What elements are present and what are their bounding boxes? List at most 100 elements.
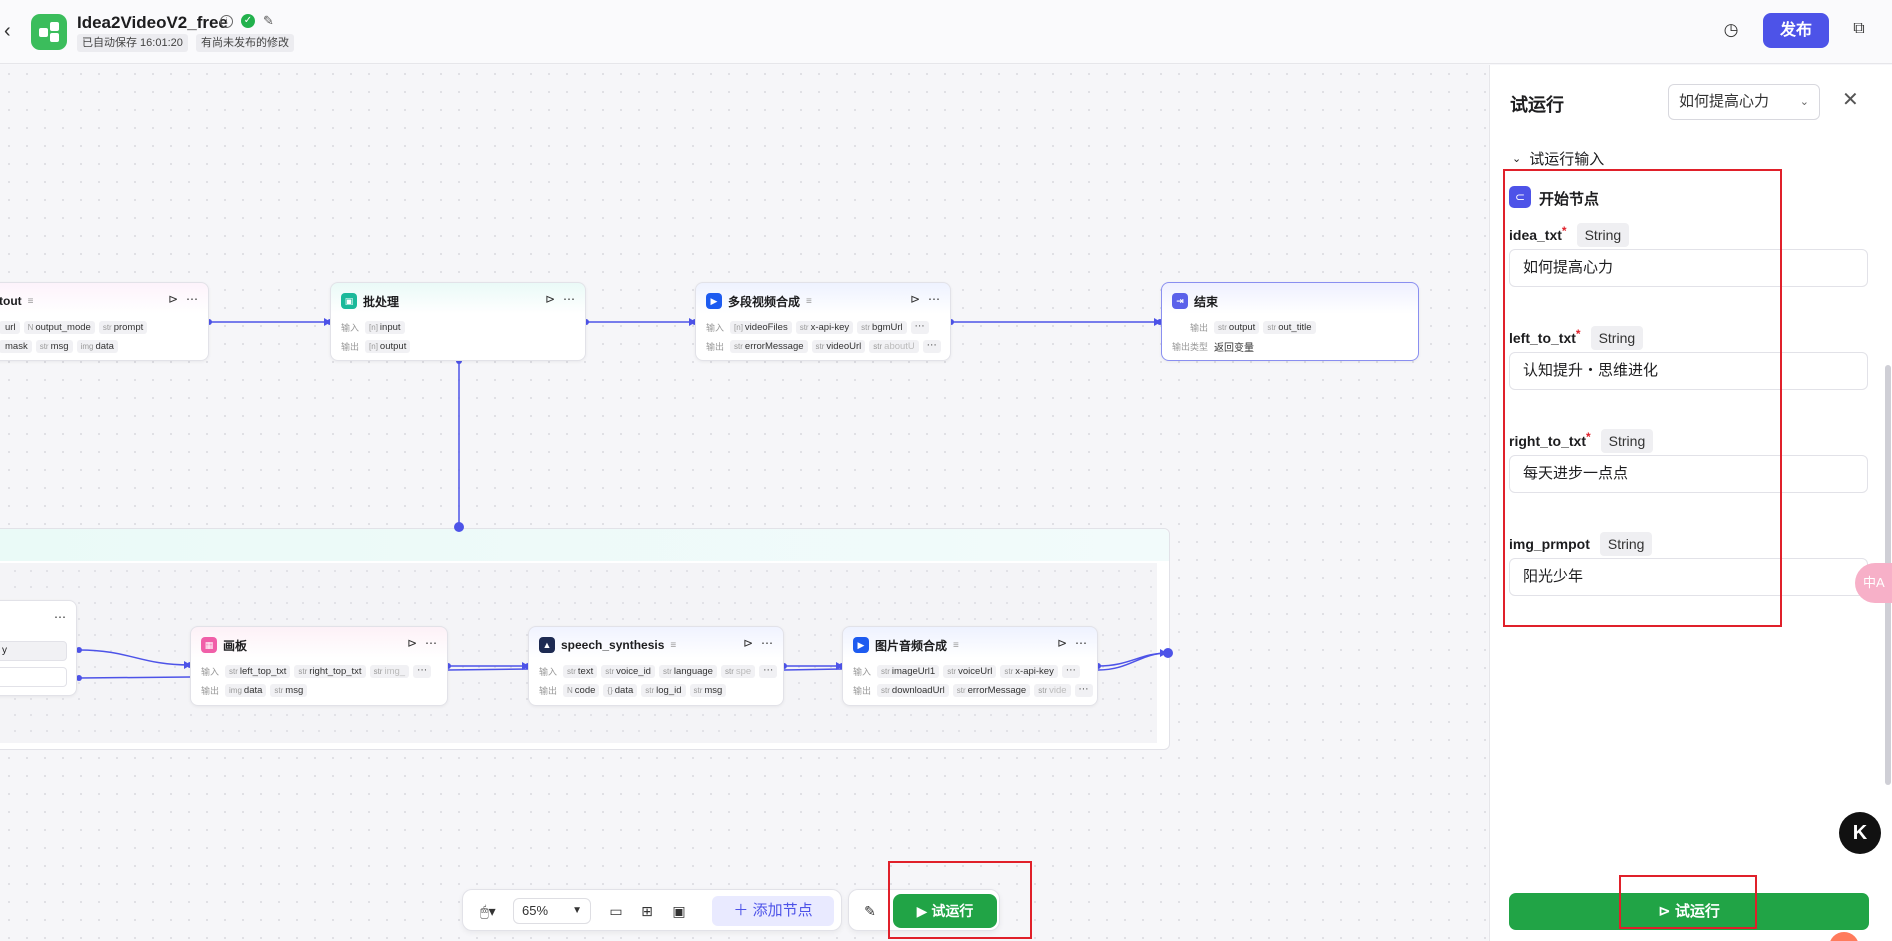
check-circle-icon: ✓ <box>241 14 255 28</box>
more-icon[interactable]: ⋯ <box>761 636 773 650</box>
panel-test-run-button[interactable]: ⊳ 试运行 <box>1509 893 1869 930</box>
wrench-icon[interactable]: ✎ <box>864 903 876 919</box>
test-run-panel: 试运行 如何提高心力⌄ ✕ ⌄试运行输入 ⊂ 开始节点 idea_txt*Str… <box>1489 65 1892 941</box>
more-chips-icon[interactable]: ⋯ <box>1061 664 1080 678</box>
play-icon[interactable]: ⊳ <box>544 292 555 306</box>
edge <box>783 668 843 671</box>
partial-field[interactable]: y <box>0 641 67 661</box>
desc-icon: ≡ <box>806 295 812 307</box>
more-chips-icon[interactable]: ⋯ <box>413 664 432 678</box>
desc-icon: ≡ <box>27 295 34 307</box>
annotation-box-panel-run <box>1619 875 1757 929</box>
edit-icon[interactable]: ✎ <box>263 13 274 28</box>
desc-icon: ≡ <box>670 639 677 651</box>
field-label-idea-txt: idea_txt*String <box>1509 223 1630 247</box>
node-actions: ⋯ <box>54 610 66 624</box>
add-node-button[interactable]: ＋ 添加节点 <box>712 896 834 926</box>
arrow <box>184 661 191 669</box>
more-icon[interactable]: ⋯ <box>425 636 437 650</box>
field-label-right-to-txt: right_to_txt*String <box>1509 429 1654 453</box>
more-icon[interactable]: ⋯ <box>186 292 198 306</box>
mouse-mode-icon[interactable]: 🖱▾ <box>480 903 496 919</box>
chevron-down-icon: ▼ <box>572 905 582 916</box>
node-title: tout≡ <box>0 294 34 308</box>
arrow <box>689 318 696 326</box>
zoom-select[interactable]: 65%▼ <box>513 898 591 924</box>
arrow <box>324 318 331 326</box>
chevron-left-icon[interactable]: ‹ <box>4 20 11 42</box>
port-dot <box>76 647 82 653</box>
more-chips-icon[interactable]: ⋯ <box>910 320 929 334</box>
desc-icon: ≡ <box>953 639 959 651</box>
more-icon[interactable]: ⋯ <box>54 610 66 624</box>
required-mark: * <box>1561 224 1567 238</box>
unpublished-tag: 有尚未发布的修改 <box>196 34 294 52</box>
partial-field-empty[interactable] <box>0 667 67 687</box>
copy-icon[interactable]: ⧉ <box>1853 20 1865 37</box>
comment-icon[interactable]: ▭ <box>609 903 623 919</box>
title-icons: i ✓ ✎ <box>220 14 277 28</box>
grid-layout-icon[interactable]: ⊞ <box>641 903 653 919</box>
more-chips-icon[interactable]: ⋯ <box>1074 683 1093 697</box>
end-icon: ⇥ <box>1172 293 1188 309</box>
assistant-icon[interactable]: K <box>1839 812 1881 854</box>
start-node-icon: ⊂ <box>1509 186 1531 208</box>
chevron-down-icon: ⌄ <box>1512 153 1522 165</box>
edge <box>78 649 191 666</box>
publish-button[interactable]: 发布 <box>1763 13 1829 48</box>
more-chips-icon[interactable]: ⋯ <box>759 664 778 678</box>
play-icon[interactable]: ⊳ <box>406 636 417 650</box>
test-run-button[interactable]: ▶ 试运行 <box>893 894 997 928</box>
idea-txt-input[interactable]: 如何提高心力 <box>1509 249 1868 287</box>
play-icon[interactable]: ⊳ <box>167 292 178 306</box>
left-to-txt-input[interactable]: 认知提升・思维进化 <box>1509 352 1868 390</box>
more-icon[interactable]: ⋯ <box>563 292 575 306</box>
more-icon[interactable]: ⋯ <box>928 292 940 306</box>
node-title: ▶多段视频合成≡ <box>706 292 812 310</box>
more-icon[interactable]: ⋯ <box>1075 636 1087 650</box>
floating-dot[interactable] <box>1829 932 1859 941</box>
more-chips-icon[interactable]: ⋯ <box>922 339 941 353</box>
minimap-icon[interactable]: ▣ <box>672 903 686 919</box>
info-icon[interactable]: i <box>220 14 233 28</box>
play-icon[interactable]: ⊳ <box>1056 636 1067 650</box>
required-mark: * <box>1586 430 1591 444</box>
canvas-icon: ▦ <box>201 637 217 653</box>
required-mark: * <box>1575 327 1581 341</box>
history-icon[interactable]: ◷ <box>1723 20 1739 39</box>
canvas-toolbar: 🖱▾ 65%▼ ▭ ⊞ ▣ ＋ 添加节点 <box>462 889 842 931</box>
play-icon[interactable]: ⊳ <box>742 636 753 650</box>
video-icon: ▶ <box>853 637 869 653</box>
section-toggle[interactable]: ⌄试运行输入 <box>1512 151 1605 168</box>
close-icon[interactable]: ✕ <box>1842 89 1859 111</box>
translate-icon[interactable]: 中A <box>1855 563 1892 603</box>
testcase-select[interactable]: 如何提高心力⌄ <box>1668 84 1820 120</box>
start-node-title: 开始节点 <box>1539 191 1600 208</box>
right-to-txt-input[interactable]: 每天进步一点点 <box>1509 455 1868 493</box>
node-loop-partial[interactable]: ⋯ y <box>0 600 77 696</box>
mountain-icon: ▲ <box>539 637 555 653</box>
node-batch[interactable]: ▣批处理 ⊳⋯ 输入[n]input 输出[n]output <box>330 282 586 361</box>
play-icon[interactable]: ⊳ <box>909 292 920 306</box>
